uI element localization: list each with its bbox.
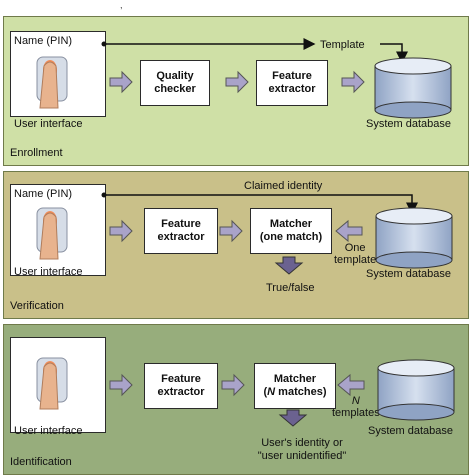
user-interface-box [10, 337, 106, 433]
user-interface-label: User interface [14, 118, 83, 130]
system-database-label: System database [366, 118, 451, 130]
name-pin-label: Name (PIN) [14, 35, 73, 47]
system-database-label: System database [368, 425, 453, 437]
verification-panel: Name (PIN) User interface Claimed identi… [3, 171, 469, 319]
matcher-box: Matcher(N matches) [254, 363, 336, 409]
name-pin-label: Name (PIN) [14, 188, 73, 200]
user-interface-label: User interface [14, 425, 83, 437]
true-false-result: True/false [266, 282, 315, 294]
enrollment-title: Enrollment [10, 147, 63, 159]
user-interface-label: User interface [14, 266, 83, 278]
identity-result: User's identity or"user unidentified" [257, 437, 347, 462]
matcher-box: Matcher(one match) [250, 208, 332, 254]
claimed-identity-label: Claimed identity [244, 180, 323, 192]
verification-title: Verification [10, 300, 64, 312]
system-database-label: System database [366, 268, 451, 280]
top-fragment: , [120, 0, 123, 10]
template-label: Template [320, 39, 365, 51]
identification-title: Identification [10, 456, 72, 468]
